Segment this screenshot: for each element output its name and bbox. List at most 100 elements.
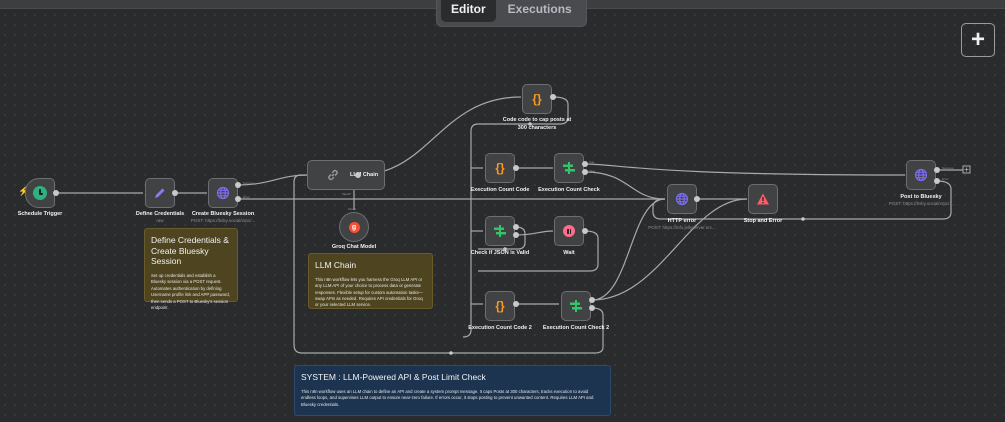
node-post-to-bluesky-label: Post to Bluesky [900,194,942,200]
edge-check-true-post [584,163,906,176]
edge-json-true [478,226,526,250]
edge-http-loop [652,198,895,220]
port-label-false: false [589,169,596,173]
if-icon [494,225,506,237]
node-execution-count-check[interactable] [554,153,584,183]
note-llm-body: This n8n workflow lets you harness the G… [315,276,423,308]
output-handle[interactable] [235,196,241,202]
node-define-credentials[interactable] [145,178,175,208]
node-wait[interactable] [554,216,584,246]
link-icon [328,169,338,181]
output-handle[interactable] [355,172,361,178]
output-handle[interactable] [582,161,588,167]
node-post-to-bluesky-sublabel: POST: https://bsky.social/xrpc/... [888,201,954,206]
pencil-icon [155,188,165,198]
output-handle[interactable] [694,196,700,202]
node-llm-chain[interactable]: LLM Chain [307,160,385,190]
warning-icon [757,193,769,205]
node-execution-count-code[interactable]: {} [485,153,515,183]
port-label-post-error: Error [942,177,949,181]
edge-json-false-wait [515,230,554,236]
node-code-cap-posts-label: Code code to cap posts at 300 characters [502,117,572,131]
node-define-credentials-sublabel: raw [156,218,164,223]
edge-check-false-http [584,171,666,200]
note-credentials[interactable]: Define Credentials & Create Bluesky Sess… [144,228,238,310]
node-create-bluesky-session-label: Create Bluesky Session [191,211,255,217]
if-icon [563,162,575,174]
node-define-credentials-label: Define Credentials [135,211,185,217]
trigger-bolt-icon: ⚡ [18,186,30,196]
output-handle[interactable] [513,224,519,230]
output-handle[interactable] [235,182,241,188]
edge-codecap-loop [462,96,569,338]
view-tabs: Editor Executions [436,0,587,27]
output-handle[interactable] [934,167,940,173]
node-check-json-valid[interactable] [485,216,515,246]
node-post-to-bluesky[interactable] [906,160,936,190]
output-handle[interactable] [172,190,178,196]
node-schedule-trigger[interactable] [25,178,55,208]
tab-executions[interactable]: Executions [507,2,572,16]
node-code-cap-posts[interactable]: {} [522,84,552,114]
clock-icon [33,186,47,200]
node-http-error-label: HTTP error [667,218,697,224]
port-label-true: true [589,160,595,164]
note-system-title: SYSTEM : LLM-Powered API & Post Limit Ch… [301,372,486,382]
output-handle[interactable] [513,301,519,307]
output-handle[interactable] [582,228,588,234]
note-llm-title: LLM Chain [315,260,357,270]
note-credentials-body: Set up credentials and establish a Blues… [151,272,230,311]
port-label-success: Success [243,181,255,185]
node-create-bluesky-session-sublabel: POST: https://bsky.social/xrpc/... [190,218,256,223]
node-groq-chat-model-label: Groq Chat Model [331,244,377,250]
if-icon [570,300,582,312]
port-label-model-input: Model* [342,192,352,196]
output-handle[interactable] [934,178,940,184]
globe-icon [914,168,928,182]
node-execution-count-code-label: Execution Count Code [470,187,530,193]
node-create-bluesky-session[interactable] [208,178,238,208]
add-node-button[interactable]: + [961,23,995,57]
globe-icon [216,186,230,200]
output-handle[interactable] [582,169,588,175]
edge-check2-true-stop [591,198,748,301]
node-groq-chat-model[interactable]: g [339,212,369,242]
note-system-body: This n8n workflow uses an LLM chain to d… [301,388,594,407]
port-label-error: Error [243,195,250,199]
output-handle[interactable] [53,190,59,196]
edge-check2-false [293,174,604,354]
output-handle[interactable] [550,94,556,100]
pause-icon [563,225,575,237]
node-execution-count-code-2[interactable]: {} [485,291,515,321]
node-execution-count-check-2-label: Execution Count Check 2 [542,325,610,331]
node-http-error[interactable] [667,184,697,214]
node-schedule-trigger-label: Schedule Trigger [17,211,63,217]
node-execution-count-check-2[interactable] [561,291,591,321]
groq-icon: g [348,221,360,233]
node-execution-count-code-2-label: Execution Count Code 2 [468,325,532,331]
note-system[interactable]: SYSTEM : LLM-Powered API & Post Limit Ch… [294,365,611,416]
edge-post-error [895,180,952,220]
code-braces-icon: {} [495,299,505,313]
code-braces-icon: {} [495,161,505,175]
tab-editor[interactable]: Editor [441,0,496,22]
port-label-post-success: Success [942,166,954,170]
output-handle[interactable] [513,165,519,171]
node-http-error-sublabel: POST: https://info.jellyserver.nrc... [648,225,716,230]
node-wait-label: Wait [563,250,575,256]
node-check-json-valid-label: Check if JSON is Valid [470,250,530,256]
edge-wait-loop [478,230,599,272]
edge-check2-true-http [591,198,666,301]
node-execution-count-check-label: Execution Count Check [538,187,600,193]
output-handle[interactable] [513,232,519,238]
output-handle[interactable] [589,305,595,311]
code-braces-icon: {} [532,92,542,106]
output-handle[interactable] [589,297,595,303]
note-credentials-title: Define Credentials & Create Bluesky Sess… [151,235,229,267]
node-stop-and-error[interactable] [748,184,778,214]
node-llm-chain-label: LLM Chain [350,172,379,178]
node-stop-and-error-label: Stop and Error [743,218,783,224]
globe-icon [675,192,689,206]
note-llm[interactable]: LLM Chain This n8n workflow lets you har… [308,253,433,309]
